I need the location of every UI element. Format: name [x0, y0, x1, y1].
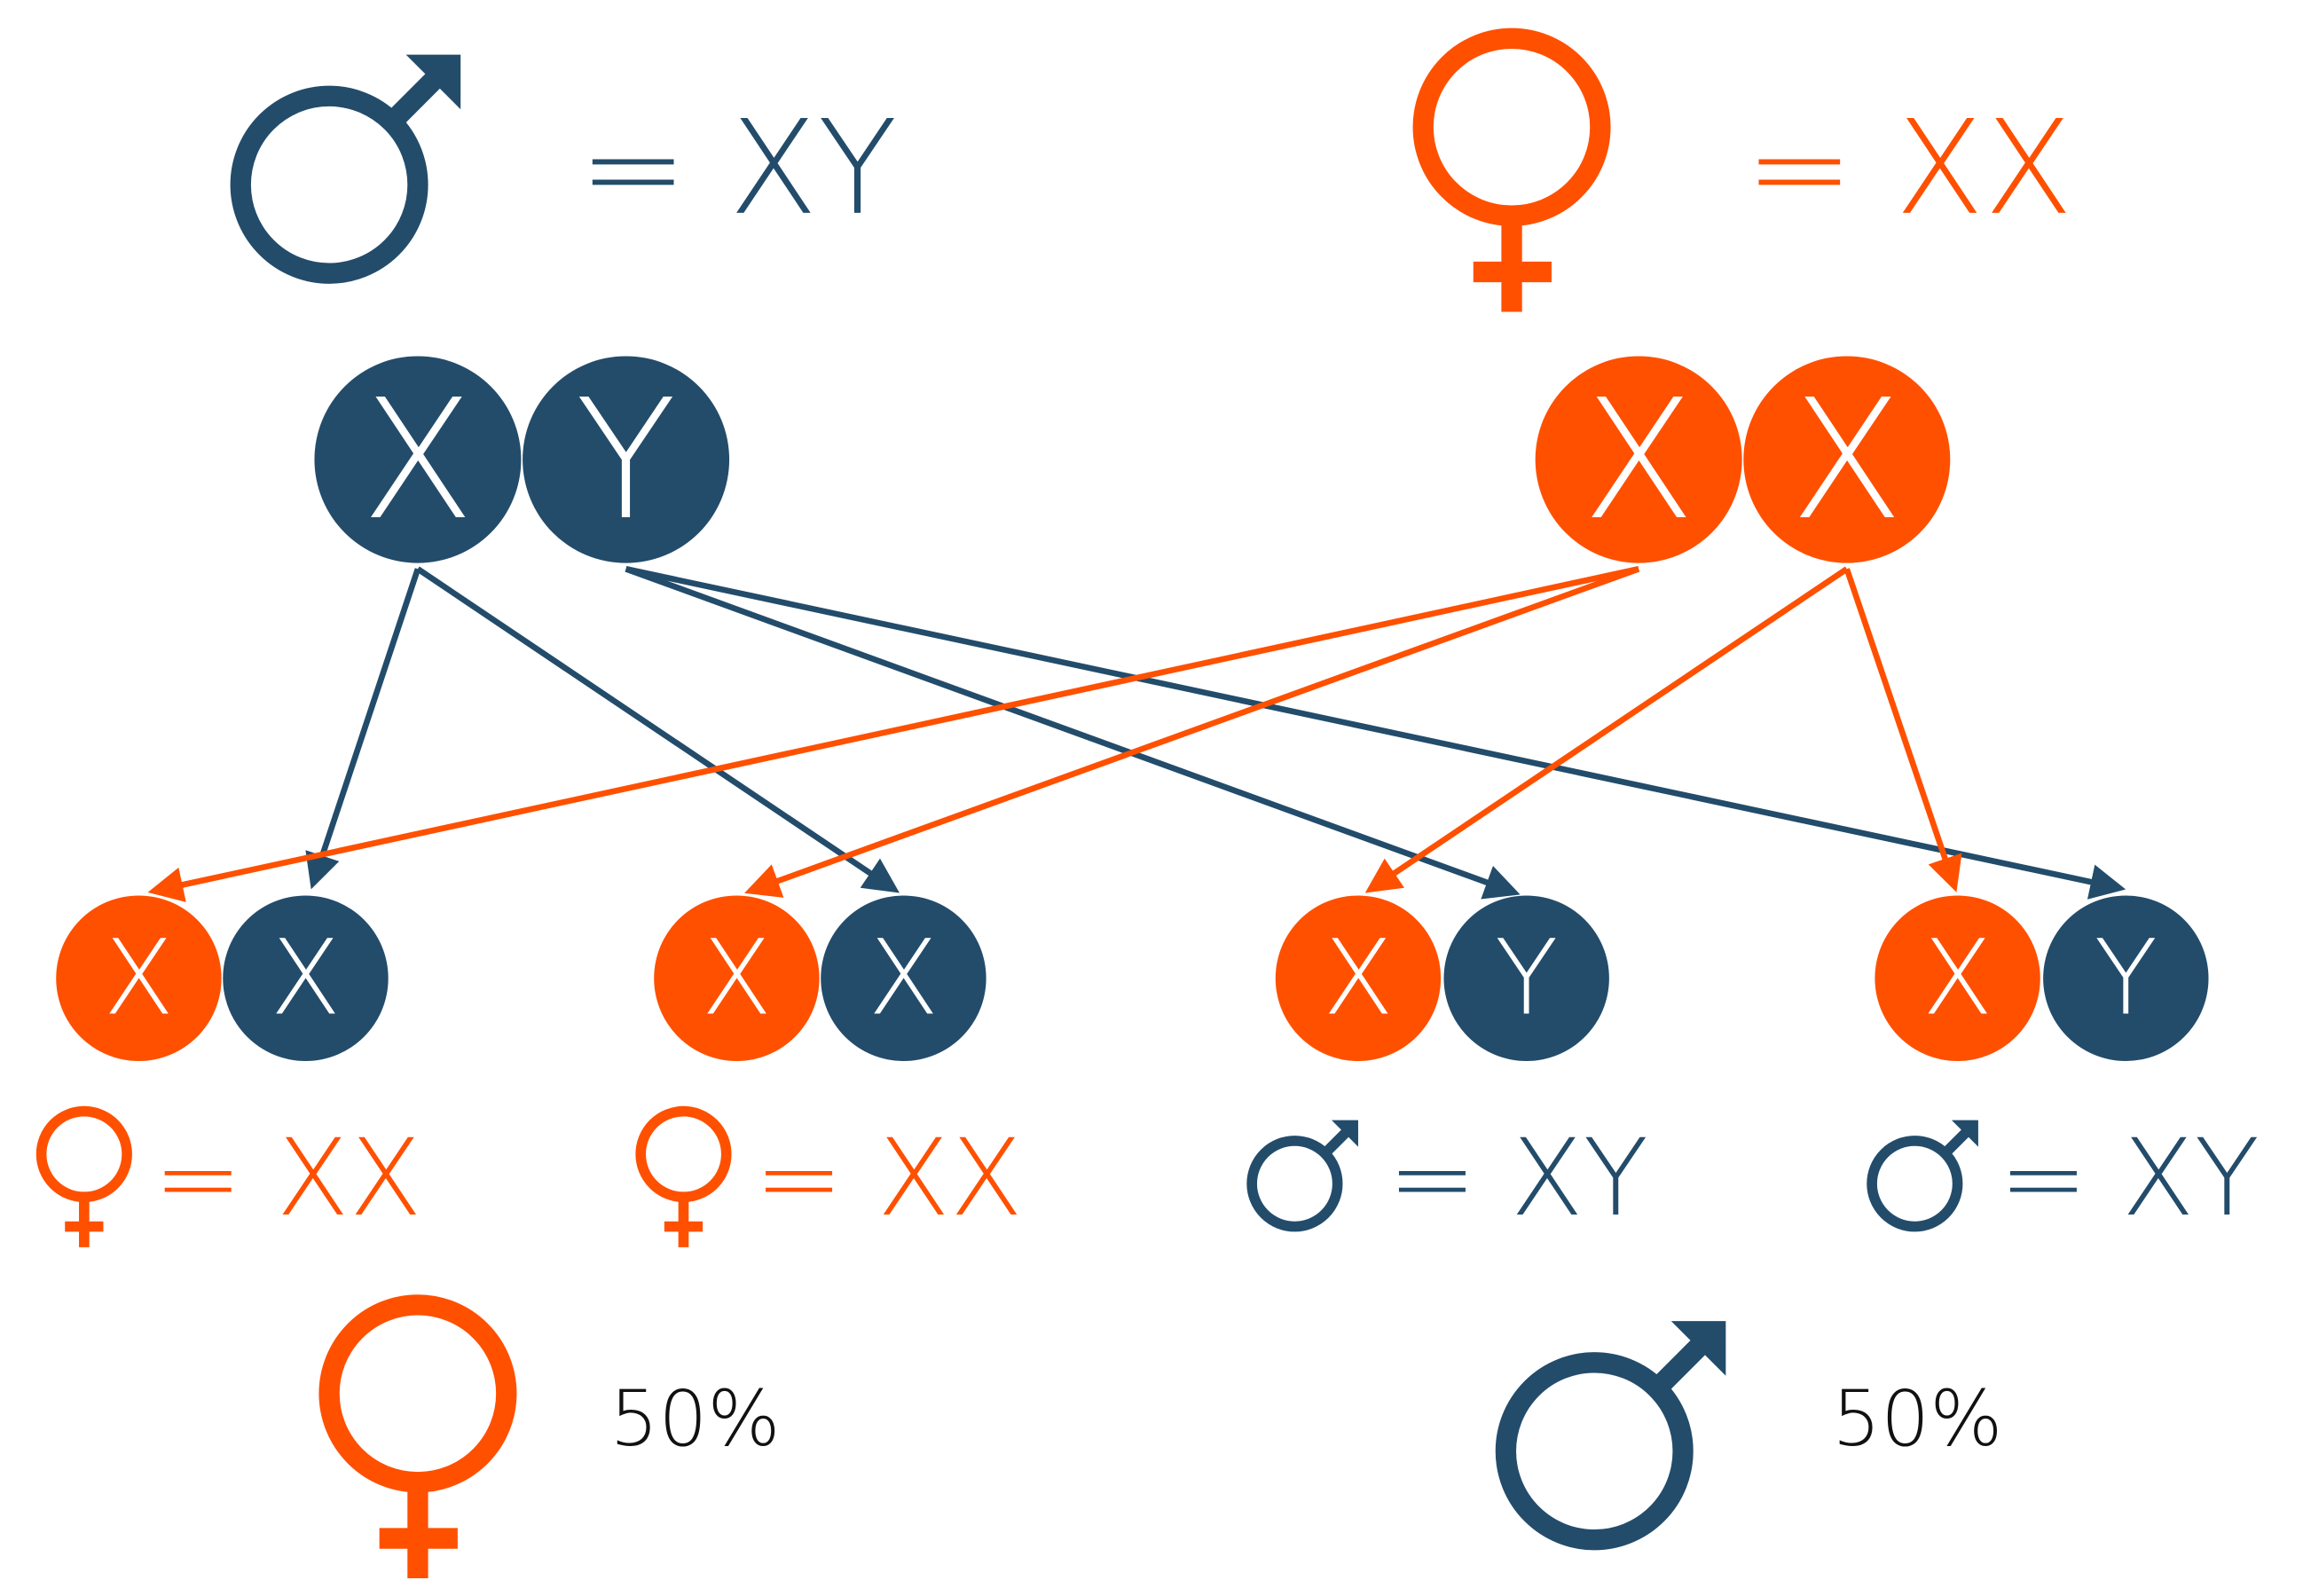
- male-percentage: 50%: [1832, 1375, 2002, 1464]
- father-chromosome-y: Y: [523, 356, 730, 563]
- svg-text:X: X: [869, 919, 939, 1039]
- offspring-3-genotype: = XY: [1387, 1117, 1648, 1240]
- female-symbol-icon: [35, 1105, 132, 1247]
- offspring-1-genotype: = XX: [153, 1117, 422, 1240]
- svg-text:X: X: [104, 919, 175, 1039]
- svg-text:X: X: [1922, 919, 1993, 1039]
- arrow-mother-x2-child3: [1364, 566, 1849, 893]
- mother-chromosome-x1: X: [1535, 356, 1742, 563]
- offspring-4-genotype: = XY: [1999, 1117, 2260, 1240]
- male-symbol-icon: [230, 54, 461, 284]
- offspring-1: X X: [56, 895, 389, 1062]
- arrow-father-x-child2: [416, 566, 900, 893]
- arrow-mother-x1-child2: [744, 566, 1640, 898]
- arrow-mother-x2-child4: [1843, 568, 1962, 892]
- female-summary-symbol-icon: [318, 1294, 517, 1579]
- svg-text:X: X: [1790, 364, 1904, 556]
- offspring-3: X Y: [1275, 895, 1609, 1062]
- female-genotype-label: = XX: [1745, 92, 2073, 244]
- father-chromosome-x: X: [314, 356, 522, 563]
- svg-text:Y: Y: [1495, 919, 1558, 1039]
- male-symbol-icon: [1867, 1120, 1978, 1232]
- male-genotype-label: = XY: [578, 92, 897, 244]
- offspring-4: X Y: [1875, 895, 2209, 1062]
- svg-text:X: X: [271, 919, 342, 1039]
- mother-chromosome-x2: X: [1743, 356, 1951, 563]
- female-symbol-icon: [1412, 28, 1611, 312]
- svg-text:Y: Y: [576, 364, 677, 556]
- arrow-father-y-child3: [625, 566, 1521, 900]
- arrow-mother-x1-child1: [147, 566, 1639, 902]
- svg-text:X: X: [1323, 919, 1394, 1039]
- offspring-2: X X: [654, 895, 986, 1062]
- male-summary-symbol-icon: [1495, 1321, 1726, 1551]
- arrow-father-y-child4: [625, 566, 2126, 900]
- svg-text:X: X: [361, 364, 475, 556]
- female-percentage: 50%: [609, 1375, 780, 1464]
- inheritance-arrows: [147, 566, 2126, 902]
- offspring-2-genotype: = XX: [754, 1117, 1023, 1240]
- male-symbol-icon: [1246, 1120, 1358, 1232]
- female-symbol-icon: [635, 1105, 732, 1247]
- svg-text:X: X: [701, 919, 772, 1039]
- arrow-father-x-child1: [305, 568, 421, 890]
- svg-text:Y: Y: [2095, 919, 2158, 1039]
- svg-text:X: X: [1582, 364, 1695, 556]
